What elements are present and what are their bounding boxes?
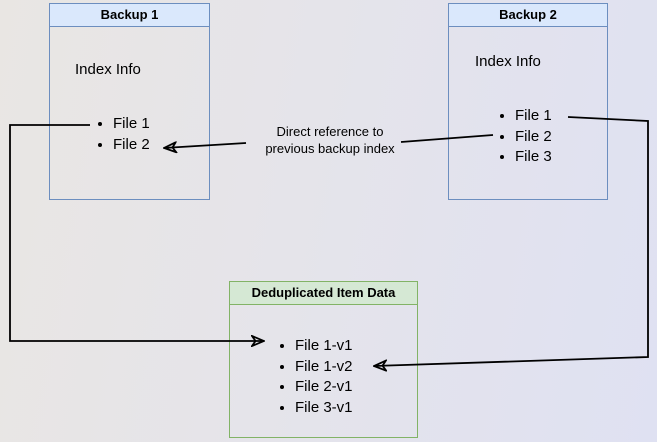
edge-label: Direct reference to previous backup inde… bbox=[235, 123, 425, 157]
list-item: File 1-v2 bbox=[295, 357, 353, 378]
edge-label-line2: previous backup index bbox=[265, 141, 395, 156]
dedup-file-list: File 1-v1File 1-v2File 2-v1File 3-v1 bbox=[278, 336, 353, 418]
list-item: File 1 bbox=[113, 114, 150, 135]
backup2-title: Backup 2 bbox=[449, 4, 607, 27]
dedup-title: Deduplicated Item Data bbox=[230, 282, 417, 305]
backup1-title: Backup 1 bbox=[50, 4, 209, 27]
backup2-file-list: File 1File 2File 3 bbox=[498, 106, 552, 168]
backup2-index-info-label: Index Info bbox=[475, 53, 541, 70]
backup1-node: Backup 1 bbox=[49, 3, 210, 200]
list-item: File 1-v1 bbox=[295, 336, 353, 357]
list-item: File 2 bbox=[113, 135, 150, 156]
list-item: File 3 bbox=[515, 147, 552, 168]
list-item: File 2 bbox=[515, 127, 552, 148]
edge-label-line1: Direct reference to bbox=[276, 124, 384, 139]
backup2-node: Backup 2 bbox=[448, 3, 608, 200]
backup1-file-list: File 1File 2 bbox=[96, 114, 150, 155]
dedup-node: Deduplicated Item Data bbox=[229, 281, 418, 438]
list-item: File 3-v1 bbox=[295, 398, 353, 419]
list-item: File 1 bbox=[515, 106, 552, 127]
backup1-index-info-label: Index Info bbox=[75, 61, 141, 78]
list-item: File 2-v1 bbox=[295, 377, 353, 398]
